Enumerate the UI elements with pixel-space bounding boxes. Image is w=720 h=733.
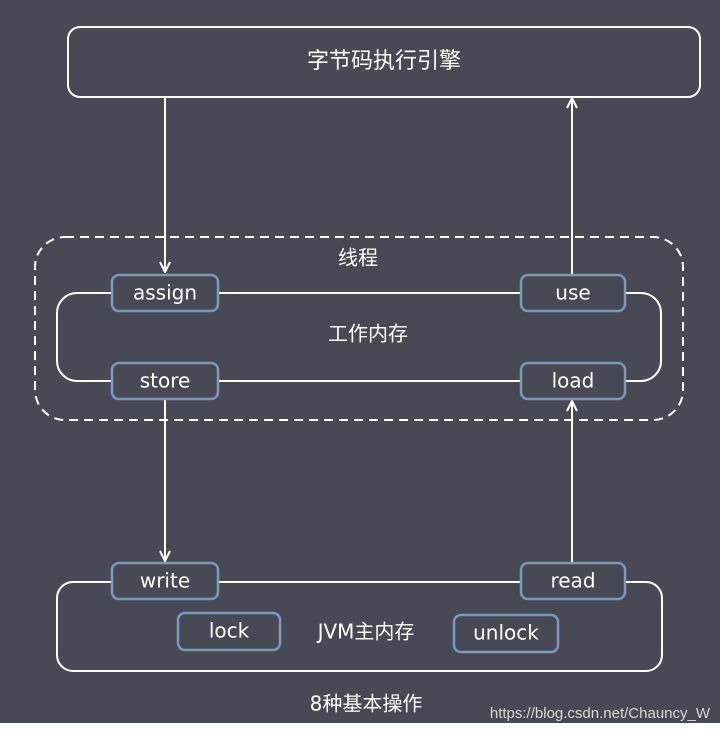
- op-use-label: use: [555, 281, 590, 305]
- op-lock: lock: [176, 611, 282, 652]
- op-store: store: [110, 361, 220, 401]
- op-unlock-label: unlock: [473, 621, 539, 645]
- watermark: https://blog.csdn.net/Chauncy_W: [490, 705, 711, 722]
- engine-label: 字节码执行引擎: [307, 49, 461, 74]
- op-write: write: [110, 561, 220, 601]
- op-load: load: [519, 361, 627, 401]
- main-memory-label: JVM主内存: [316, 620, 415, 644]
- op-lock-label: lock: [209, 619, 250, 643]
- op-write-label: write: [140, 569, 190, 593]
- thread-box: [34, 236, 684, 421]
- op-unlock: unlock: [452, 613, 560, 654]
- main-memory-box: [56, 581, 663, 672]
- op-assign: assign: [110, 273, 220, 313]
- working-memory-box: [56, 292, 662, 382]
- op-use: use: [519, 273, 627, 313]
- bottom-strip: [0, 723, 720, 733]
- op-assign-label: assign: [133, 281, 197, 305]
- working-memory-label: 工作内存: [328, 322, 408, 346]
- op-read: read: [519, 561, 627, 601]
- caption: 8种基本操作: [310, 692, 423, 716]
- op-load-label: load: [552, 369, 595, 393]
- op-read-label: read: [550, 569, 595, 593]
- engine-box: [67, 26, 701, 98]
- op-store-label: store: [140, 369, 191, 393]
- thread-label: 线程: [338, 246, 378, 270]
